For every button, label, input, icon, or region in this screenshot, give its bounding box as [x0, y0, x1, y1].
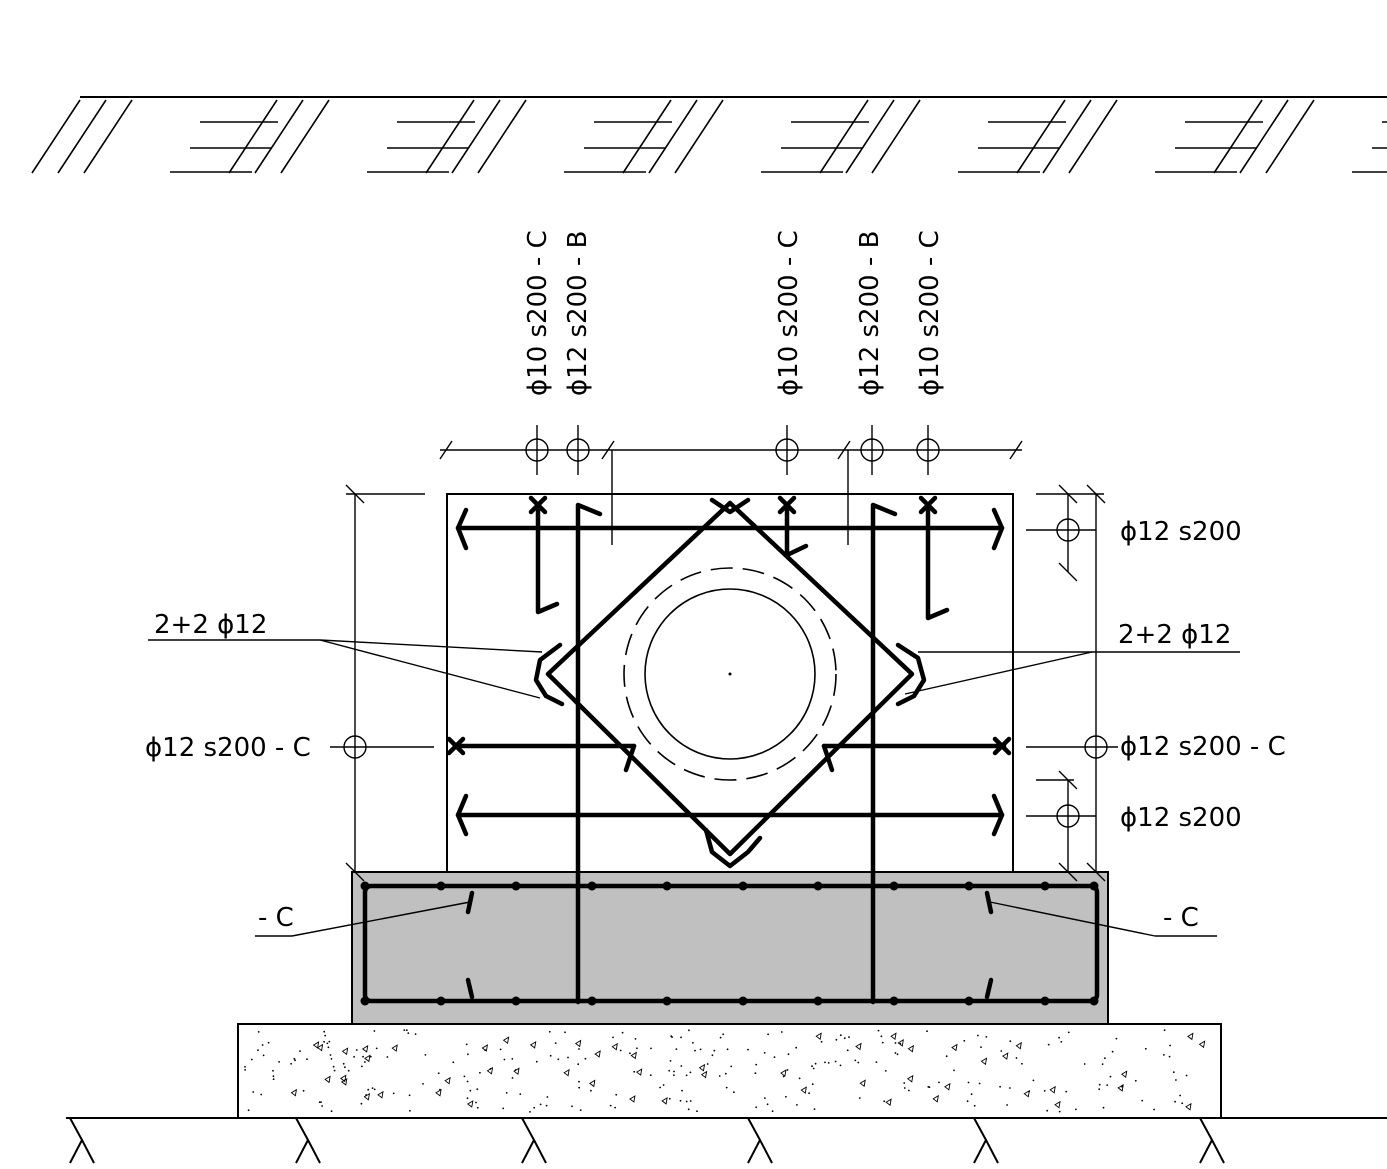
beam-section [351, 871, 1109, 1025]
ground-line [66, 1117, 1387, 1164]
top-dimension [439, 425, 1023, 545]
label-right-corner: 2+2 ϕ12 [1118, 620, 1231, 650]
top-soil-hatch [31, 96, 1387, 174]
label-right-bottom: ϕ12 s200 [1120, 803, 1242, 833]
leader-lines [148, 639, 1240, 937]
labels: ϕ10 s200 - C ϕ12 s200 - B ϕ10 s200 - C ϕ… [145, 230, 1286, 933]
label-left-corner: 2+2 ϕ12 [154, 610, 267, 640]
label-right-beam: - C [1163, 903, 1199, 933]
label-top-5: ϕ10 s200 - C [915, 230, 945, 396]
vertical-bars [528, 495, 950, 1005]
label-top-3: ϕ10 s200 - C [774, 230, 804, 396]
label-right-top: ϕ12 s200 [1120, 517, 1242, 547]
horizontal-bars [446, 507, 1012, 837]
right-dimension [1026, 484, 1118, 882]
left-dimension [330, 484, 434, 882]
circular-opening [623, 567, 837, 781]
label-top-4: ϕ12 s200 - B [855, 231, 885, 396]
label-left-mid: ϕ12 s200 - C [145, 733, 311, 763]
label-top-2: ϕ12 s200 - B [563, 231, 593, 396]
label-top-1: ϕ10 s200 - C [523, 230, 553, 396]
label-right-mid: ϕ12 s200 - C [1120, 732, 1286, 762]
blinding-concrete [237, 1023, 1222, 1119]
label-left-beam: - C [258, 903, 294, 933]
pedestal [446, 493, 1014, 873]
diamond-stirrup [533, 497, 927, 869]
